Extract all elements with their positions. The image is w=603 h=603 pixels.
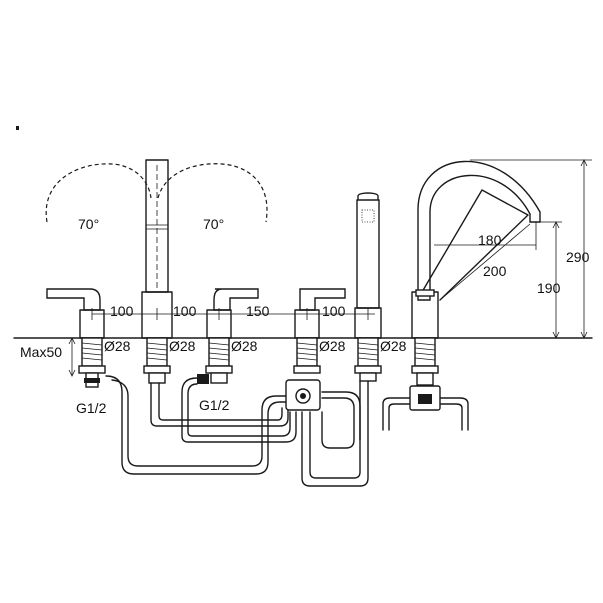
shank-4 [293,337,321,374]
shank-5 [354,337,382,382]
max-depth-label: Max50 [20,344,62,360]
angle-label-left: 70° [78,216,99,232]
connection-hoses [105,375,369,487]
shank-2 [143,337,171,384]
spacing-label-4: 100 [322,303,346,319]
diverter-body [285,379,321,411]
lever-valve-left [46,288,105,339]
hole-diameter-label-5: Ø28 [380,338,407,354]
angle-label-right: 70° [203,216,224,232]
spout-height-label: 190 [537,280,561,296]
spacing-label-2: 100 [173,303,197,319]
spout-base-bracket [382,385,469,431]
thread-label-mid: G1/2 [199,397,230,413]
swivel-spout [411,160,541,339]
spacing-label-1: 100 [110,303,134,319]
shank-1 [78,337,106,388]
total-height-label: 290 [566,249,590,265]
thread-label-left: G1/2 [76,400,107,416]
hole-diameter-label-4: Ø28 [319,338,346,354]
hole-diameter-label-1: Ø28 [104,338,131,354]
dimensions [68,159,592,377]
threaded-shanks [78,337,439,388]
hole-diameter-label-2: Ø28 [169,338,196,354]
spout-length-label: 200 [483,263,507,279]
shank-6 [411,337,439,386]
spacing-label-3: 150 [246,303,270,319]
swing-arc-left [45,163,152,223]
swing-arc-right [157,163,268,223]
hole-diameter-label-3: Ø28 [231,338,258,354]
corner-mark [16,126,19,130]
shank-3 [197,337,233,384]
reach-label: 180 [478,232,502,248]
